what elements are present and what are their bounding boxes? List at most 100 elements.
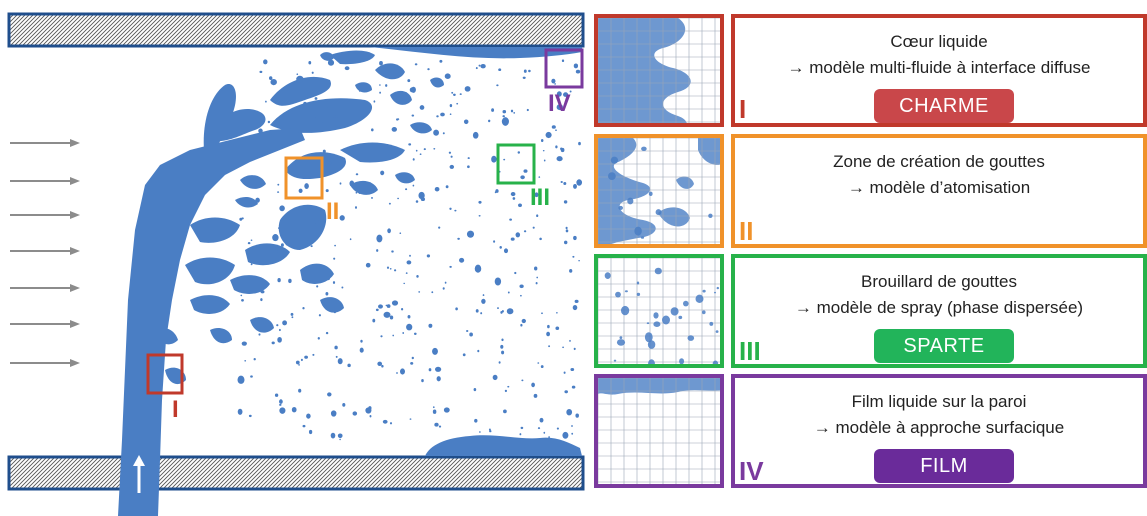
- droplet: [535, 282, 538, 285]
- droplet: [308, 429, 313, 435]
- droplet: [478, 64, 481, 67]
- zoom-image-IV: [598, 378, 720, 484]
- droplet: [556, 104, 563, 111]
- zoom-thumbnail-III: [594, 254, 724, 368]
- droplet: [277, 277, 281, 283]
- panel-II-model: → modèle d’atomisation: [847, 178, 1031, 197]
- droplet: [571, 425, 573, 427]
- droplet: [459, 257, 465, 263]
- droplet: [482, 294, 485, 297]
- droplet: [716, 286, 719, 290]
- droplet: [494, 277, 502, 286]
- droplet: [260, 298, 263, 302]
- droplet: [337, 358, 343, 365]
- droplet: [573, 183, 577, 189]
- droplet: [574, 299, 579, 304]
- droplet: [621, 305, 630, 316]
- droplet: [714, 291, 716, 294]
- droplet: [644, 332, 653, 343]
- zone-box-III: [496, 143, 536, 185]
- droplet: [523, 169, 528, 173]
- droplet: [354, 206, 358, 209]
- droplet: [509, 218, 512, 221]
- droplet: [608, 172, 616, 180]
- droplet: [555, 326, 560, 331]
- droplet: [469, 332, 473, 337]
- droplet: [492, 374, 498, 381]
- droplet: [298, 388, 302, 393]
- panel-IV-title: Film liquide sur la paroi: [851, 392, 1027, 411]
- droplet: [493, 240, 496, 243]
- droplet: [403, 282, 406, 285]
- droplet: [339, 182, 342, 185]
- droplet: [522, 76, 526, 80]
- droplet: [480, 64, 486, 69]
- right-arrow-icon: [10, 211, 80, 219]
- liquid-jet: [118, 128, 305, 516]
- droplet: [359, 90, 361, 92]
- droplet: [323, 104, 329, 109]
- panel-III: Brouillard de gouttes → modèle de spray …: [731, 254, 1147, 368]
- droplet: [271, 341, 275, 345]
- droplet: [531, 382, 535, 388]
- droplet: [444, 281, 447, 284]
- droplet: [520, 323, 523, 327]
- droplet: [662, 315, 670, 325]
- droplet: [576, 179, 583, 186]
- droplet: [573, 347, 576, 351]
- droplet: [523, 230, 527, 233]
- droplet: [316, 285, 319, 288]
- droplet: [431, 291, 434, 294]
- droplet: [560, 181, 563, 183]
- droplet: [542, 149, 545, 152]
- droplet: [647, 340, 656, 349]
- droplet: [303, 101, 307, 106]
- droplet: [269, 76, 273, 81]
- droplet: [475, 309, 479, 313]
- right-arrow-icon: [10, 284, 80, 292]
- droplet: [449, 164, 455, 169]
- droplet: [433, 148, 436, 150]
- droplet: [523, 69, 527, 73]
- droplet: [330, 410, 337, 417]
- droplet: [302, 174, 305, 177]
- droplet: [314, 97, 318, 100]
- droplet: [539, 417, 544, 423]
- droplet: [353, 112, 359, 118]
- droplet: [333, 257, 336, 260]
- droplet: [517, 151, 521, 154]
- droplet: [432, 409, 437, 414]
- droplet: [545, 131, 552, 139]
- droplet: [695, 294, 704, 303]
- droplet: [376, 234, 383, 243]
- droplet: [240, 294, 243, 297]
- droplet: [279, 399, 283, 404]
- droplet: [501, 117, 509, 126]
- droplet: [298, 188, 303, 193]
- droplet: [515, 232, 521, 238]
- droplet: [411, 86, 416, 93]
- droplet: [361, 88, 364, 91]
- droplet: [678, 315, 683, 320]
- panel-III-title: Brouillard de gouttes: [861, 272, 1017, 291]
- droplet: [687, 335, 695, 341]
- droplet: [288, 233, 291, 236]
- droplet: [277, 183, 280, 186]
- droplet: [555, 129, 557, 132]
- panel-IV-model: → modèle à approche surfacique: [813, 418, 1065, 437]
- droplet: [434, 422, 439, 427]
- droplet: [539, 237, 542, 241]
- droplet: [474, 264, 482, 273]
- zone-label-I: I: [172, 396, 179, 423]
- droplet: [288, 278, 292, 284]
- droplet: [627, 197, 634, 205]
- droplet: [488, 119, 491, 123]
- droplet: [573, 63, 579, 69]
- droplet: [519, 284, 524, 289]
- droplet: [279, 403, 282, 406]
- droplet: [616, 339, 626, 346]
- droplet: [320, 231, 323, 233]
- droplet: [534, 192, 539, 198]
- zoom-image-I: [598, 18, 720, 123]
- droplet: [683, 300, 689, 307]
